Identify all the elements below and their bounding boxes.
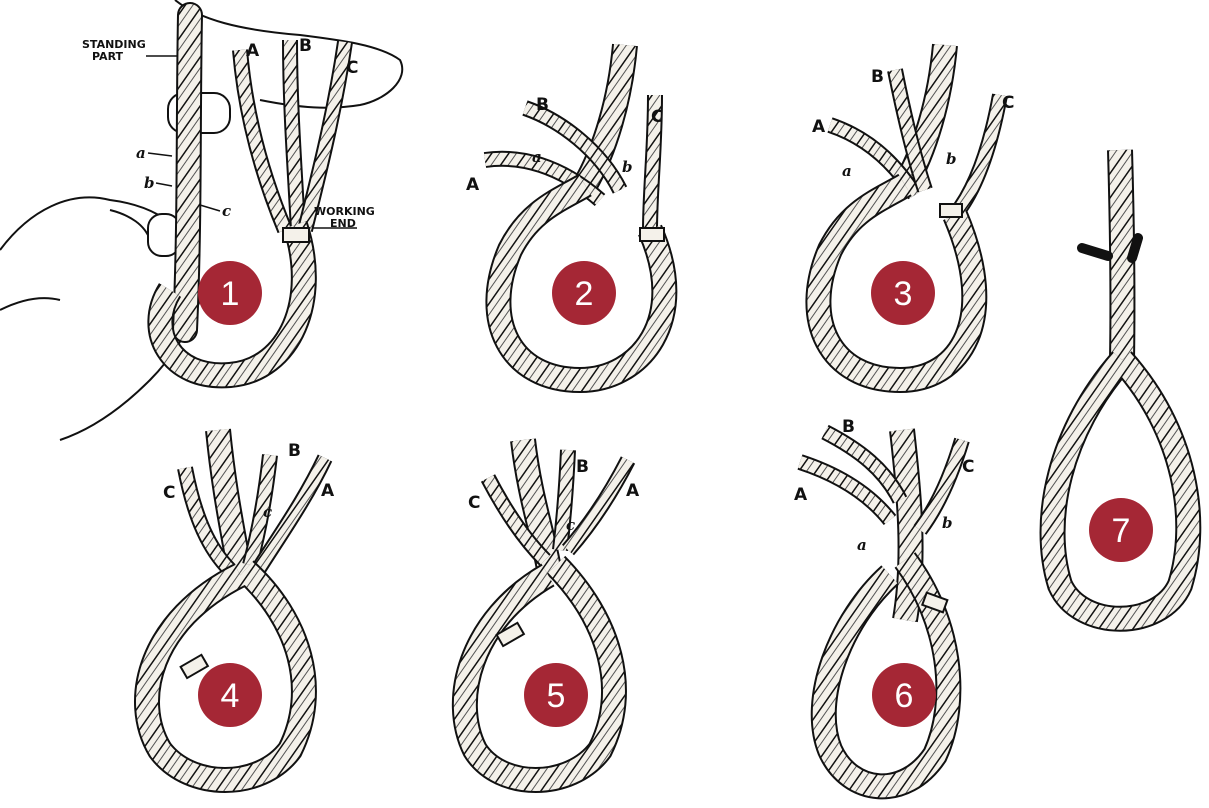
caption-working-end-line-2: END (330, 217, 356, 230)
caption-working-end: WORKING END (314, 205, 379, 230)
whipping-band (940, 204, 962, 217)
mark-label-c: c (263, 503, 272, 521)
strand-label-a: A (626, 481, 640, 501)
rope-eye-loop (1053, 360, 1189, 619)
strand-label-a: A (466, 175, 480, 195)
step-number-7: 7 (1112, 512, 1131, 550)
step-number-4: 4 (221, 677, 240, 715)
strand-label-b: B (536, 95, 549, 115)
mark-label-a: a (842, 162, 852, 180)
strand-label-b: B (842, 417, 855, 437)
mark-label-b: b (144, 174, 155, 192)
strand-label-c: C (468, 493, 480, 513)
mark-label-b: b (622, 158, 633, 176)
step-2-illustration: A B C a b 2 (466, 45, 664, 380)
working-end-strands (830, 70, 1000, 215)
step-3-illustration: A B C a b 3 (812, 45, 1014, 380)
whipping-band (283, 228, 309, 242)
mark-label-a: a (532, 148, 542, 166)
strand-label-b: B (871, 67, 884, 87)
caption-standing-part-line-2: PART (92, 50, 124, 63)
working-end-strands (800, 432, 962, 530)
strand-label-b: B (576, 457, 589, 477)
working-end-strands (240, 40, 345, 230)
strand-label-b: B (288, 441, 301, 461)
step-number-6: 6 (895, 677, 914, 715)
mark-label-b: b (946, 150, 957, 168)
step-5-illustration: C B A c 5 (465, 440, 640, 780)
mark-label-a: a (136, 144, 146, 162)
step-1-illustration: A B C a b c STANDING PART WORKING END 1 (0, 0, 402, 440)
step-7-illustration: 7 (1053, 150, 1189, 619)
strand-label-b: B (299, 36, 312, 56)
step-number-2: 2 (575, 275, 594, 313)
step-number-5: 5 (547, 677, 566, 715)
step-number-3: 3 (894, 275, 913, 313)
mark-label-c: c (566, 516, 575, 534)
working-end-strands (488, 450, 628, 560)
strand-label-c: C (163, 483, 175, 503)
strand-label-a: A (812, 117, 826, 137)
mark-label-a: a (857, 536, 867, 554)
mark-label-c: c (222, 202, 231, 220)
strand-label-a: A (321, 481, 335, 501)
strand-label-a: A (794, 485, 808, 505)
strand-label-c: C (651, 107, 663, 127)
strand-label-c: C (962, 457, 974, 477)
caption-standing-part: STANDING PART (82, 38, 150, 63)
strand-label-c: C (1002, 93, 1014, 113)
strand-label-a: A (246, 41, 260, 61)
working-end-strands (185, 455, 325, 570)
step-number-1: 1 (221, 275, 240, 313)
step-6-illustration: A B C a b 6 (794, 417, 974, 786)
whipping-band (640, 228, 664, 241)
mark-label-b: b (942, 514, 953, 532)
strand-label-c: C (346, 58, 358, 78)
whipping-band (181, 655, 208, 678)
step-4-illustration: C B A c 4 (147, 430, 335, 780)
